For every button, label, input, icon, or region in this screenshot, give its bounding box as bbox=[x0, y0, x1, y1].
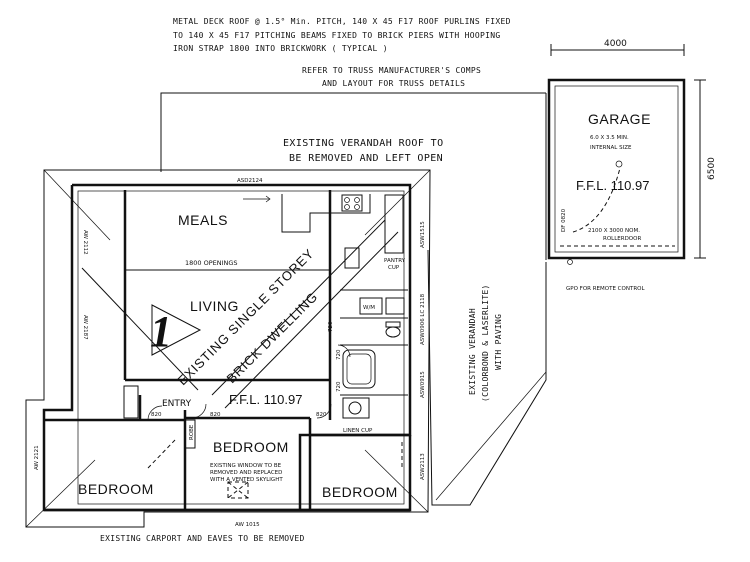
kitchen-bench bbox=[281, 194, 371, 233]
door-code-820-b: 820 bbox=[210, 412, 221, 418]
skylight-marker bbox=[227, 481, 249, 499]
pantry-cupboard bbox=[384, 194, 404, 254]
wm-label: W/M bbox=[363, 305, 375, 311]
garage-door-swing bbox=[572, 167, 621, 233]
truss-note-line1: REFER TO TRUSS MANUFACTURER'S COMPS bbox=[302, 66, 481, 75]
gpo-icon bbox=[567, 259, 573, 265]
robe-center bbox=[184, 419, 196, 449]
verandah-diagonal bbox=[435, 371, 547, 501]
marker-flag bbox=[151, 304, 202, 356]
pantry-label-line1: PANTRY bbox=[384, 258, 406, 264]
garage-depth-dimension: 6500 bbox=[707, 157, 717, 180]
diag-band-upper bbox=[211, 219, 386, 396]
cooktop-icon bbox=[341, 194, 363, 212]
door-swing-bed-center bbox=[191, 403, 207, 419]
asd-label: ASD2124 bbox=[237, 178, 263, 184]
verandah-outline bbox=[427, 249, 547, 506]
diag-band-lower bbox=[224, 231, 399, 409]
sink-icon bbox=[344, 247, 360, 269]
door-720-c: 720 bbox=[336, 381, 342, 392]
truss-note-line2: AND LAYOUT FOR TRUSS DETAILS bbox=[322, 79, 465, 88]
verandah-roof-outline bbox=[160, 92, 546, 172]
window-code-right-top: ASW1515 bbox=[420, 221, 426, 248]
window-code-bottom: AW 1015 bbox=[235, 522, 260, 528]
room-label-bedroom-left: BEDROOM bbox=[78, 481, 154, 497]
garage-light-icon bbox=[615, 160, 623, 168]
toilet-icon bbox=[385, 326, 401, 338]
garage-outline bbox=[547, 78, 686, 260]
window-code-right-bottom: ASW2113 bbox=[420, 453, 426, 480]
garage-gpo-note: GPO FOR REMOTE CONTROL bbox=[566, 286, 645, 292]
room-label-meals: MEALS bbox=[178, 212, 228, 228]
marker-number: 1 bbox=[150, 307, 172, 356]
window-code-left-bedroom: AW 2121 bbox=[34, 445, 40, 470]
house-outer-wall-left bbox=[42, 185, 412, 512]
verandah-roof-note-line2: BE REMOVED AND LEFT OPEN bbox=[289, 153, 443, 164]
house-outer-wall-right bbox=[72, 183, 412, 510]
door-swing-bed-right bbox=[316, 403, 332, 419]
verandah-note-line2: (COLORBOND & LASERLITE) bbox=[481, 284, 490, 402]
laundry-tub bbox=[385, 297, 405, 315]
window-note-line3: WITH A VENTED SKYLIGHT bbox=[210, 477, 283, 483]
garage-ffl: F.F.L. 110.97 bbox=[576, 178, 649, 193]
window-code-right-mid: ASW0906 LC 2118 bbox=[420, 293, 426, 345]
verandah-note-line1: EXISTING VERANDAH bbox=[468, 308, 477, 395]
roof-note-line2: TO 140 X 45 F17 PITCHING BEAMS FIXED TO … bbox=[173, 31, 500, 40]
door-swing-entry bbox=[147, 405, 163, 421]
house-ffl: F.F.L. 110.97 bbox=[229, 392, 302, 407]
garage-size-line2: INTERNAL SIZE bbox=[590, 145, 632, 151]
door-code-820-a: 820 bbox=[151, 412, 162, 418]
room-label-bedroom-center: BEDROOM bbox=[213, 439, 289, 455]
bath-icon bbox=[342, 349, 376, 389]
diag-band-left-edge bbox=[81, 267, 199, 391]
garage-door-line1: 2100 X 3000 NOM. bbox=[588, 228, 640, 234]
garage-inner-wall bbox=[554, 85, 679, 253]
house-inner-face bbox=[77, 190, 405, 505]
robe-label: ROBE bbox=[189, 424, 195, 440]
room-label-living: LIVING bbox=[190, 298, 239, 314]
garage-side-door-label: DF 0820 bbox=[561, 208, 567, 232]
washing-machine bbox=[359, 297, 383, 315]
entry-cupboard bbox=[123, 385, 139, 419]
garage-width-dimension: 4000 bbox=[604, 39, 627, 49]
window-code-aw-top-left: AW 2112 bbox=[82, 230, 88, 255]
verandah-roof-note-line1: EXISTING VERANDAH ROOF TO bbox=[283, 138, 444, 149]
garage-door-line2: ROLLERDOOR bbox=[603, 236, 641, 242]
hip-line-sw bbox=[25, 459, 96, 528]
hip-line-se bbox=[364, 449, 429, 513]
window-note-line1: EXISTING WINDOW TO BE bbox=[210, 463, 282, 469]
door-720-b: 720 bbox=[336, 349, 342, 360]
verandah-note-line3: WITH PAVING bbox=[494, 314, 503, 370]
hip-line-ne bbox=[364, 169, 431, 236]
room-label-bedroom-right: BEDROOM bbox=[322, 484, 398, 500]
hip-line-nw bbox=[43, 169, 111, 241]
openings-label: 1800 OPENINGS bbox=[185, 259, 238, 267]
basin-icon bbox=[348, 401, 362, 415]
garage-title: GARAGE bbox=[588, 111, 651, 127]
pantry-label-line2: CUP bbox=[388, 265, 400, 271]
room-label-entry: ENTRY bbox=[162, 399, 192, 409]
garage-size-line1: 6.0 X 3.5 MIN. bbox=[590, 135, 629, 141]
window-code-aw-left-mid: AW 2187 bbox=[82, 315, 88, 340]
door-swing-bath bbox=[337, 344, 351, 358]
carport-note: EXISTING CARPORT AND EAVES TO BE REMOVED bbox=[100, 534, 305, 543]
roof-note-line1: METAL DECK ROOF @ 1.5° Min. PITCH, 140 X… bbox=[173, 17, 511, 26]
eaves-outline bbox=[25, 169, 431, 528]
window-code-right-low: ASW0915 bbox=[420, 371, 426, 398]
linen-label: LINEN CUP bbox=[343, 428, 373, 434]
door-720-a: 720 bbox=[328, 321, 334, 332]
door-code-820-c: 820 bbox=[316, 412, 327, 418]
window-note-line2: REMOVED AND REPLACED bbox=[210, 470, 282, 476]
roof-note-line3: IRON STRAP 1800 INTO BRICKWORK ( TYPICAL… bbox=[173, 44, 388, 53]
